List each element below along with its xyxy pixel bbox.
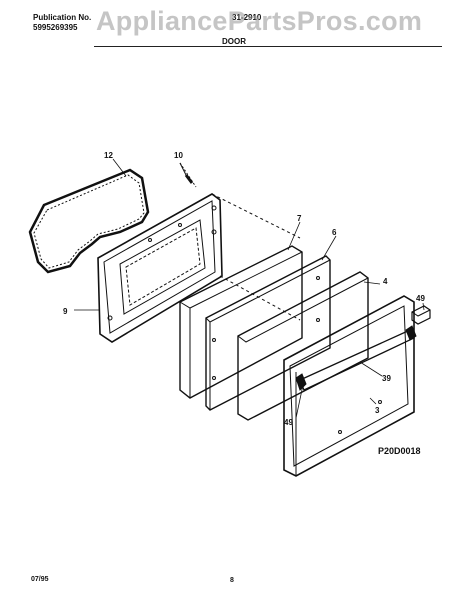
glass-part (237, 271, 369, 421)
callout-handle: 39 (382, 374, 391, 383)
clip-part (411, 305, 431, 325)
callout-outer-door: 3 (375, 406, 380, 415)
footer-page-number: 8 (230, 577, 234, 584)
handle-part (295, 325, 417, 391)
callout-wire: 49 (284, 418, 293, 427)
screw-part (179, 162, 197, 188)
callout-panel: 6 (332, 228, 337, 237)
callout-insulation: 7 (297, 214, 302, 223)
publication-label: Publication No. (33, 13, 92, 22)
leader-lines (74, 158, 425, 419)
header-divider (94, 46, 442, 47)
inner-door-part (97, 193, 301, 343)
callout-glass: 4 (383, 277, 388, 286)
model-number: 31-2910 (232, 13, 262, 22)
callout-inner-door: 9 (63, 307, 68, 316)
figure-code: P20D0018 (378, 446, 421, 456)
footer-date: 07/95 (31, 576, 49, 583)
callout-screw: 10 (174, 151, 183, 160)
outer-door-part (283, 295, 415, 477)
publication-number: 5995269395 (33, 23, 78, 32)
insulation-part (179, 245, 303, 399)
callout-clip: 49 (416, 294, 425, 303)
watermark: AppliancePartsPros.com (96, 6, 423, 36)
callout-gasket: 12 (104, 151, 113, 160)
gasket-part (28, 168, 150, 274)
section-title: DOOR (222, 37, 246, 46)
panel-part (205, 255, 331, 411)
